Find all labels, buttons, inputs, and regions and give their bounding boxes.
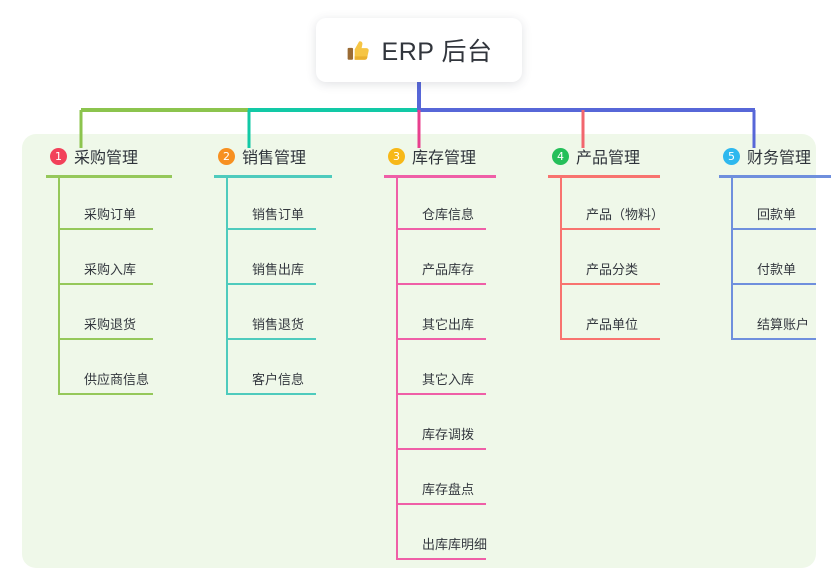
leaf-item[interactable]: 客户信息 [226, 365, 316, 395]
leaf-item[interactable]: 结算账户 [731, 310, 816, 340]
column-5: 5 财务管理回款单付款单结算账户 [707, 144, 831, 340]
column-badge-2: 2 [218, 147, 235, 165]
leaf-rule [58, 228, 153, 230]
leaf-label: 其它出库 [422, 317, 475, 332]
leaf-rule [396, 558, 486, 560]
leaf-item[interactable]: 产品库存 [396, 255, 486, 285]
leaf-rule [58, 338, 153, 340]
leaf-label: 销售退货 [252, 317, 305, 332]
leaf-item[interactable]: 回款单 [731, 200, 816, 230]
leaf-item[interactable]: 产品单位 [560, 310, 660, 340]
leaf-label: 回款单 [757, 207, 797, 222]
leaf-item[interactable]: 采购入库 [58, 255, 153, 285]
column-header-2[interactable]: 2 销售管理 [202, 144, 306, 168]
column-header-1[interactable]: 1 采购管理 [34, 144, 138, 168]
column-spine-1 [58, 177, 60, 395]
leaf-item[interactable]: 其它出库 [396, 310, 486, 340]
leaf-item[interactable]: 采购订单 [58, 200, 153, 230]
leaf-label: 付款单 [757, 262, 797, 277]
leaf-label: 产品分类 [586, 262, 639, 277]
root-title: ERP 后台 [381, 38, 493, 66]
leaf-rule [560, 338, 660, 340]
leaf-rule [731, 283, 816, 285]
leaf-rule [226, 338, 316, 340]
leaf-item[interactable]: 付款单 [731, 255, 816, 285]
leaf-rule [560, 283, 660, 285]
leaf-rule [396, 393, 486, 395]
leaf-rule [731, 338, 816, 340]
leaf-item[interactable]: 产品（物料） [560, 200, 664, 230]
leaf-label: 客户信息 [252, 372, 305, 387]
column-title-2: 销售管理 [242, 150, 307, 167]
leaf-item[interactable]: 其它入库 [396, 365, 486, 395]
leaf-rule [58, 283, 153, 285]
column-rule-5 [719, 175, 831, 178]
leaf-item[interactable]: 采购退货 [58, 310, 153, 340]
column-spine-3 [396, 177, 398, 560]
column-rule-3 [384, 175, 496, 178]
leaf-label: 采购订单 [84, 207, 137, 222]
leaf-rule [396, 283, 486, 285]
leaf-item[interactable]: 销售出库 [226, 255, 316, 285]
leaf-item[interactable]: 库存盘点 [396, 475, 486, 505]
leaf-label: 出库库明细 [422, 537, 488, 552]
leaf-label: 销售订单 [252, 207, 305, 222]
column-badge-4: 4 [552, 147, 569, 165]
column-spine-4 [560, 177, 562, 340]
diagram-panel [22, 134, 816, 568]
leaf-rule [58, 393, 153, 395]
root-node[interactable]: ERP 后台 [316, 18, 522, 82]
column-title-5: 财务管理 [747, 150, 812, 167]
leaf-item[interactable]: 库存调拨 [396, 420, 486, 450]
column-title-4: 产品管理 [576, 150, 641, 167]
leaf-rule [560, 228, 660, 230]
column-1: 1 采购管理采购订单采购入库采购退货供应商信息 [34, 144, 172, 395]
leaf-item[interactable]: 仓库信息 [396, 200, 486, 230]
leaf-item[interactable]: 产品分类 [560, 255, 660, 285]
column-title-1: 采购管理 [74, 150, 139, 167]
leaf-rule [396, 503, 486, 505]
leaf-rule [731, 228, 816, 230]
column-spine-5 [731, 177, 733, 340]
leaf-label: 产品（物料） [586, 207, 665, 222]
leaf-item[interactable]: 供应商信息 [58, 365, 153, 395]
leaf-rule [226, 228, 316, 230]
leaf-label: 产品单位 [586, 317, 639, 332]
column-header-4[interactable]: 4 产品管理 [536, 144, 640, 168]
column-header-5[interactable]: 5 财务管理 [707, 144, 811, 168]
leaf-label: 采购入库 [84, 262, 137, 277]
column-rule-4 [548, 175, 660, 178]
column-rule-2 [214, 175, 332, 178]
column-rule-1 [46, 175, 172, 178]
thumbs-up-icon [347, 41, 369, 60]
leaf-label: 库存调拨 [422, 427, 475, 442]
leaf-rule [226, 393, 316, 395]
leaf-label: 采购退货 [84, 317, 137, 332]
leaf-rule [396, 338, 486, 340]
column-2: 2 销售管理销售订单销售出库销售退货客户信息 [202, 144, 332, 395]
column-3: 3 库存管理仓库信息产品库存其它出库其它入库库存调拨库存盘点出库库明细 [372, 144, 496, 560]
leaf-item[interactable]: 销售订单 [226, 200, 316, 230]
leaf-label: 产品库存 [422, 262, 475, 277]
leaf-item[interactable]: 出库库明细 [396, 530, 488, 560]
leaf-label: 库存盘点 [422, 482, 475, 497]
column-4: 4 产品管理产品（物料） 产品分类产品单位 [536, 144, 664, 340]
column-badge-3: 3 [388, 147, 405, 165]
leaf-label: 结算账户 [757, 317, 810, 332]
column-title-3: 库存管理 [412, 150, 477, 167]
leaf-label: 仓库信息 [422, 207, 475, 222]
column-badge-1: 1 [50, 147, 67, 165]
leaf-label: 供应商信息 [84, 372, 150, 387]
column-badge-5: 5 [723, 147, 740, 165]
leaf-rule [396, 448, 486, 450]
column-spine-2 [226, 177, 228, 395]
leaf-rule [226, 283, 316, 285]
leaf-label: 销售出库 [252, 262, 305, 277]
leaf-item[interactable]: 销售退货 [226, 310, 316, 340]
leaf-label: 其它入库 [422, 372, 475, 387]
column-header-3[interactable]: 3 库存管理 [372, 144, 476, 168]
leaf-rule [396, 228, 486, 230]
